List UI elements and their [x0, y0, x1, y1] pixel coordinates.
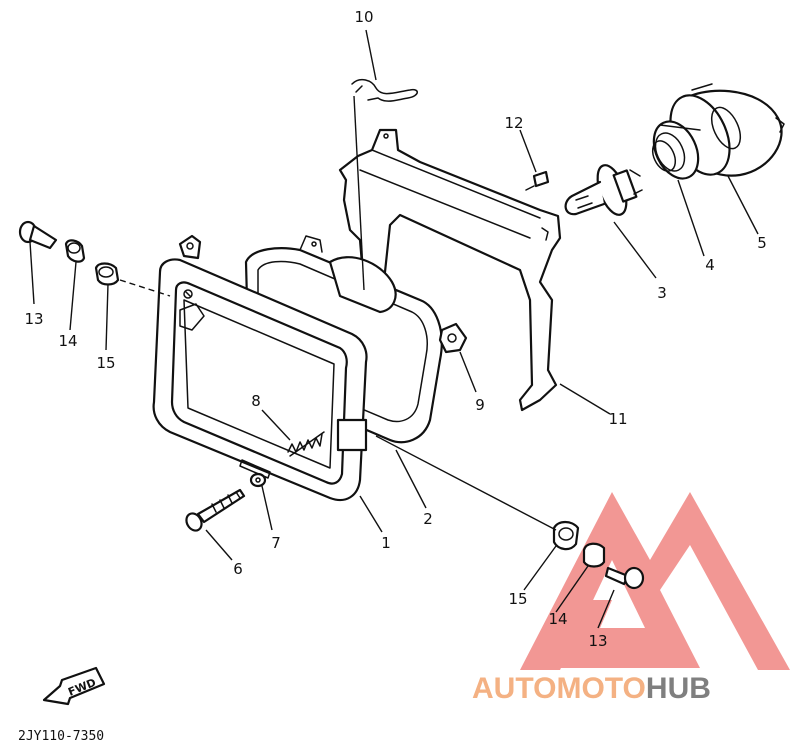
label-part-1: 1 [381, 534, 391, 552]
right-spacer-collar [582, 542, 606, 568]
fwd-arrow: FWD [42, 666, 106, 706]
label-part-15-left: 15 [96, 354, 115, 372]
label-part-6: 6 [233, 560, 243, 578]
left-grommet [94, 262, 120, 286]
label-part-14-right: 14 [548, 610, 567, 628]
watermark-text-gray: HUB [646, 672, 711, 705]
label-part-4: 4 [705, 256, 715, 274]
label-part-14-left: 14 [58, 332, 77, 350]
leader-lines [29, 29, 759, 629]
diagram-code: 2JY110-7350 [18, 729, 104, 744]
right-grommet [552, 520, 580, 551]
left-bolt [18, 220, 58, 250]
label-part-13-right: 13 [588, 632, 607, 650]
label-part-9: 9 [475, 396, 485, 414]
left-spacer-collar [64, 239, 86, 263]
label-part-13-left: 13 [24, 310, 43, 328]
small-screw [525, 170, 550, 191]
right-bolt [604, 566, 645, 590]
label-part-8: 8 [251, 392, 261, 410]
label-part-2: 2 [423, 510, 433, 528]
adjusting-screw [185, 488, 246, 532]
adjuster-nut [438, 322, 468, 354]
label-part-15-right: 15 [508, 590, 527, 608]
label-part-11: 11 [608, 410, 627, 428]
label-part-12: 12 [504, 114, 523, 132]
watermark-text-orange: AUTOMOTO [472, 672, 646, 705]
adjusting-spring [287, 431, 325, 457]
bulb-socket-ring [651, 120, 701, 180]
washer [249, 472, 267, 488]
label-part-5: 5 [757, 234, 767, 252]
label-part-7: 7 [271, 534, 281, 552]
spring-clip [351, 78, 418, 102]
label-part-3: 3 [657, 284, 667, 302]
watermark-triangle-logo [520, 492, 790, 670]
label-part-10: 10 [354, 8, 373, 26]
watermark-text: AUTOMOTOHUB [472, 672, 711, 705]
headlight-bulb [564, 164, 643, 216]
headlight-bracket [338, 128, 562, 412]
